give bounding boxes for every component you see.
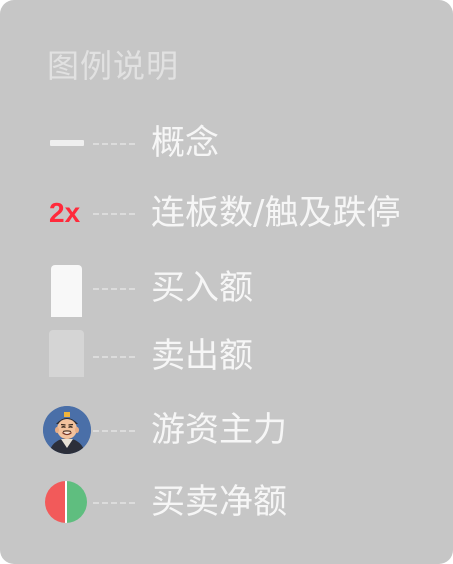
legend-label-net: 买卖净额 xyxy=(151,482,287,522)
dashed-connector xyxy=(93,288,135,290)
legend-row-limit-count: 2x 连板数/触及跌停 xyxy=(0,183,453,243)
legend-label-limit-count: 连板数/触及跌停 xyxy=(151,193,401,233)
legend-label-concept: 概念 xyxy=(151,123,219,163)
legend-row-concept: 概念 xyxy=(0,113,453,173)
legend-label-trader: 游资主力 xyxy=(151,410,287,450)
multiplier-badge: 2x xyxy=(49,197,81,228)
legend-row-buy: 买入额 xyxy=(0,258,453,318)
net-circle-icon xyxy=(45,481,87,523)
sell-bar-icon xyxy=(49,330,84,377)
legend-row-net: 买卖净额 xyxy=(0,472,453,532)
dashed-connector xyxy=(93,213,135,215)
legend-label-buy: 买入额 xyxy=(151,268,253,308)
legend-row-trader: 游资主力 xyxy=(0,400,453,460)
dashed-connector xyxy=(93,502,135,504)
trader-avatar-icon xyxy=(43,406,91,454)
concept-line-icon xyxy=(50,140,84,146)
buy-bar-icon xyxy=(51,265,82,317)
dashed-connector xyxy=(93,143,135,145)
legend-row-sell: 卖出额 xyxy=(0,326,453,386)
dashed-connector xyxy=(93,430,135,432)
legend-label-sell: 卖出额 xyxy=(151,336,253,376)
dashed-connector xyxy=(93,356,135,358)
legend-title: 图例说明 xyxy=(47,47,180,85)
net-circle-divider xyxy=(65,481,67,523)
